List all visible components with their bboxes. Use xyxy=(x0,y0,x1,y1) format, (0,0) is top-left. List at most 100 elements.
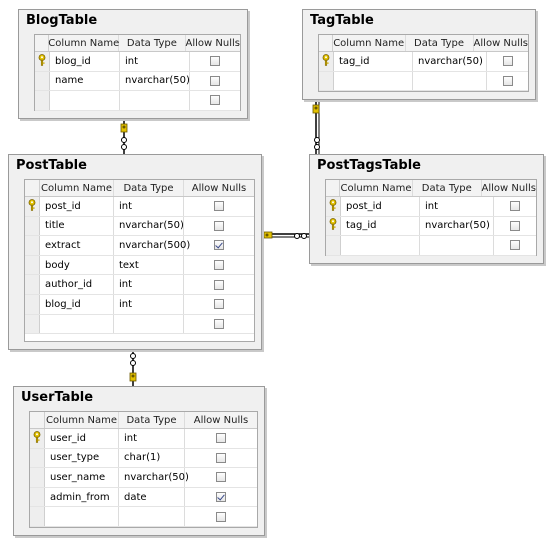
allow-nulls-checkbox[interactable] xyxy=(216,433,226,444)
header-allow-nulls[interactable]: Allow Nulls xyxy=(191,182,247,194)
relationship-post-posttags[interactable] xyxy=(262,231,311,239)
allow-nulls-checkbox[interactable] xyxy=(502,56,513,67)
relationship-user-post[interactable] xyxy=(129,350,137,386)
header-column-name[interactable]: Column Name xyxy=(340,180,414,196)
data-type-cell[interactable]: int xyxy=(119,429,185,448)
data-type-cell[interactable]: nvarchar(50) xyxy=(114,216,184,236)
column-row[interactable] xyxy=(30,507,257,527)
row-selector[interactable] xyxy=(319,52,334,71)
column-name-cell[interactable]: extract xyxy=(40,236,114,255)
header-data-type[interactable]: Data Type xyxy=(406,35,474,51)
row-selector[interactable] xyxy=(25,275,40,294)
row-selector[interactable] xyxy=(30,429,45,448)
data-type-cell[interactable]: int xyxy=(420,197,494,216)
allow-nulls-checkbox[interactable] xyxy=(210,75,220,86)
column-name-cell[interactable] xyxy=(45,507,119,526)
data-type-cell[interactable]: text xyxy=(114,255,184,275)
allow-nulls-checkbox[interactable] xyxy=(510,240,520,251)
allow-nulls-checkbox[interactable] xyxy=(214,240,224,251)
column-name-cell[interactable]: user_id xyxy=(45,429,119,448)
data-type-cell[interactable]: nvarchar(500) xyxy=(114,236,190,255)
column-name-cell[interactable]: tag_id xyxy=(334,52,413,71)
data-type-cell[interactable]: nvarchar(50) xyxy=(413,52,487,71)
data-type-cell[interactable]: date xyxy=(119,487,185,507)
allow-nulls-checkbox[interactable] xyxy=(210,95,220,106)
relationship-blog-post[interactable] xyxy=(120,121,128,154)
row-selector[interactable] xyxy=(30,507,45,526)
column-name-cell[interactable]: admin_from xyxy=(45,487,119,507)
row-selector[interactable] xyxy=(25,294,40,314)
data-type-cell[interactable]: nvarchar(50) xyxy=(119,468,189,487)
allow-nulls-checkbox[interactable] xyxy=(214,318,224,329)
allow-nulls-checkbox[interactable] xyxy=(214,220,224,231)
column-name-cell[interactable]: post_id xyxy=(40,197,114,216)
header-data-type[interactable]: Data Type xyxy=(413,180,482,196)
data-type-cell[interactable]: int xyxy=(114,275,184,294)
column-row[interactable] xyxy=(326,236,536,256)
data-type-cell[interactable]: int xyxy=(114,197,184,216)
header-allow-nulls[interactable]: Allow Nulls xyxy=(481,182,536,194)
column-name-cell[interactable] xyxy=(334,71,413,91)
allow-nulls-checkbox[interactable] xyxy=(210,56,220,67)
allow-nulls-checkbox[interactable] xyxy=(214,201,224,212)
column-row[interactable] xyxy=(25,314,254,335)
data-type-cell[interactable] xyxy=(120,91,190,110)
header-column-name[interactable]: Column Name xyxy=(48,35,120,51)
header-allow-nulls[interactable]: Allow Nulls xyxy=(193,414,249,426)
row-selector[interactable] xyxy=(326,216,341,236)
allow-nulls-checkbox[interactable] xyxy=(214,279,224,290)
header-data-type[interactable]: Data Type xyxy=(119,412,185,428)
allow-nulls-checkbox[interactable] xyxy=(216,452,226,463)
column-name-cell[interactable]: body xyxy=(40,255,114,275)
column-name-cell[interactable]: post_id xyxy=(341,197,420,216)
header-column-name[interactable]: Column Name xyxy=(45,412,119,428)
column-name-cell[interactable]: blog_id xyxy=(50,52,120,71)
column-row[interactable] xyxy=(319,71,528,92)
column-name-cell[interactable] xyxy=(50,91,120,110)
data-type-cell[interactable]: char(1) xyxy=(119,448,185,468)
column-row[interactable] xyxy=(35,91,240,111)
header-column-name[interactable]: Column Name xyxy=(333,35,406,51)
column-name-cell[interactable]: tag_id xyxy=(341,216,420,236)
allow-nulls-checkbox[interactable] xyxy=(502,75,513,86)
row-selector[interactable] xyxy=(35,52,50,71)
allow-nulls-checkbox[interactable] xyxy=(216,511,226,522)
header-allow-nulls[interactable]: Allow Nulls xyxy=(185,37,240,49)
allow-nulls-checkbox[interactable] xyxy=(510,201,520,212)
row-selector[interactable] xyxy=(319,71,334,91)
allow-nulls-checkbox[interactable] xyxy=(214,260,224,271)
row-selector[interactable] xyxy=(25,216,40,236)
allow-nulls-checkbox[interactable] xyxy=(216,492,226,503)
column-name-cell[interactable]: user_name xyxy=(45,468,119,487)
header-data-type[interactable]: Data Type xyxy=(114,180,184,196)
header-column-name[interactable]: Column Name xyxy=(40,180,114,196)
column-name-cell[interactable]: user_type xyxy=(45,448,119,468)
row-selector[interactable] xyxy=(326,197,341,216)
data-type-cell[interactable] xyxy=(413,71,487,91)
column-name-cell[interactable]: name xyxy=(50,71,120,91)
column-name-cell[interactable]: author_id xyxy=(40,275,114,294)
relationship-tag-posttags[interactable] xyxy=(312,102,320,154)
row-selector[interactable] xyxy=(35,91,50,110)
row-selector[interactable] xyxy=(35,71,50,91)
column-name-cell[interactable]: title xyxy=(40,216,114,236)
allow-nulls-checkbox[interactable] xyxy=(510,220,520,231)
column-name-cell[interactable]: blog_id xyxy=(40,294,114,314)
header-allow-nulls[interactable]: Allow Nulls xyxy=(473,37,529,49)
header-data-type[interactable]: Data Type xyxy=(119,35,186,51)
